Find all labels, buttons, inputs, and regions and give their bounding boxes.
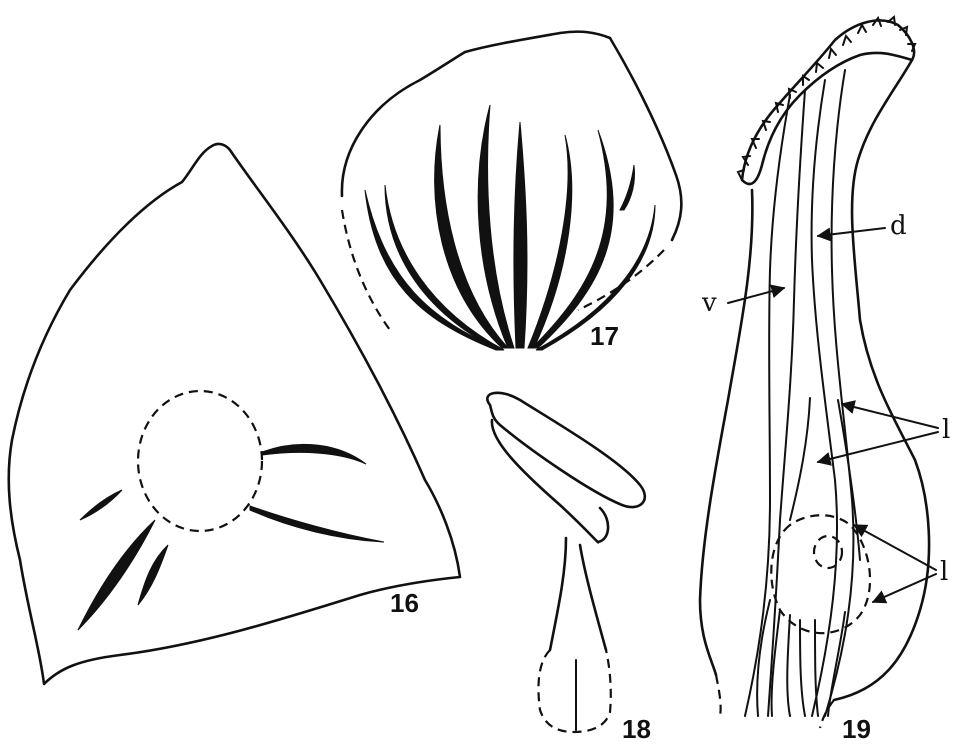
arrow-v <box>728 288 784 303</box>
carpel-base-right <box>820 700 834 728</box>
label-v: v <box>701 288 717 318</box>
figure-17-petal: 17 <box>342 32 681 351</box>
ovule-inner <box>814 536 842 568</box>
anther-lobe-back <box>492 420 608 542</box>
ovule-outline <box>771 515 870 633</box>
attachment-scar <box>138 391 262 531</box>
carpel-base-left <box>716 675 721 716</box>
vein-streak-3 <box>80 490 122 520</box>
arrow-l-upper-b <box>818 432 938 462</box>
vein-streak-4 <box>78 520 155 630</box>
petal-outline <box>342 32 681 240</box>
label-d: d <box>890 211 907 241</box>
figure-18-stamen: 18 <box>487 393 651 744</box>
petal-vein-center <box>514 122 527 348</box>
petal-vein-2 <box>478 105 514 348</box>
carpel-outline-right <box>834 60 929 700</box>
figure-number-17: 17 <box>590 321 619 351</box>
arrow-l-upper-a <box>842 404 938 428</box>
vein-streak-1 <box>262 444 366 464</box>
strand-ventral <box>745 95 790 716</box>
petal-base-left <box>342 210 390 330</box>
basal-strands <box>757 600 845 716</box>
arrow-l-lower-a <box>854 525 936 570</box>
figure-19-carpel: d v l l 19 <box>700 17 950 744</box>
label-l-lower: l <box>940 557 948 587</box>
label-l-upper: l <box>942 415 950 445</box>
figure-number-18: 18 <box>622 714 651 744</box>
anther-lobe-front <box>487 393 644 507</box>
vein-streak-5 <box>138 545 168 605</box>
carpel-outline-left <box>700 190 752 675</box>
filament-base <box>538 650 610 732</box>
figure-number-19: 19 <box>842 714 871 744</box>
figure-number-16: 16 <box>390 588 419 618</box>
filament <box>550 538 606 650</box>
vein-streak-2 <box>250 506 384 542</box>
stigma-fringe <box>742 20 914 184</box>
petal-vein-9 <box>620 165 635 210</box>
